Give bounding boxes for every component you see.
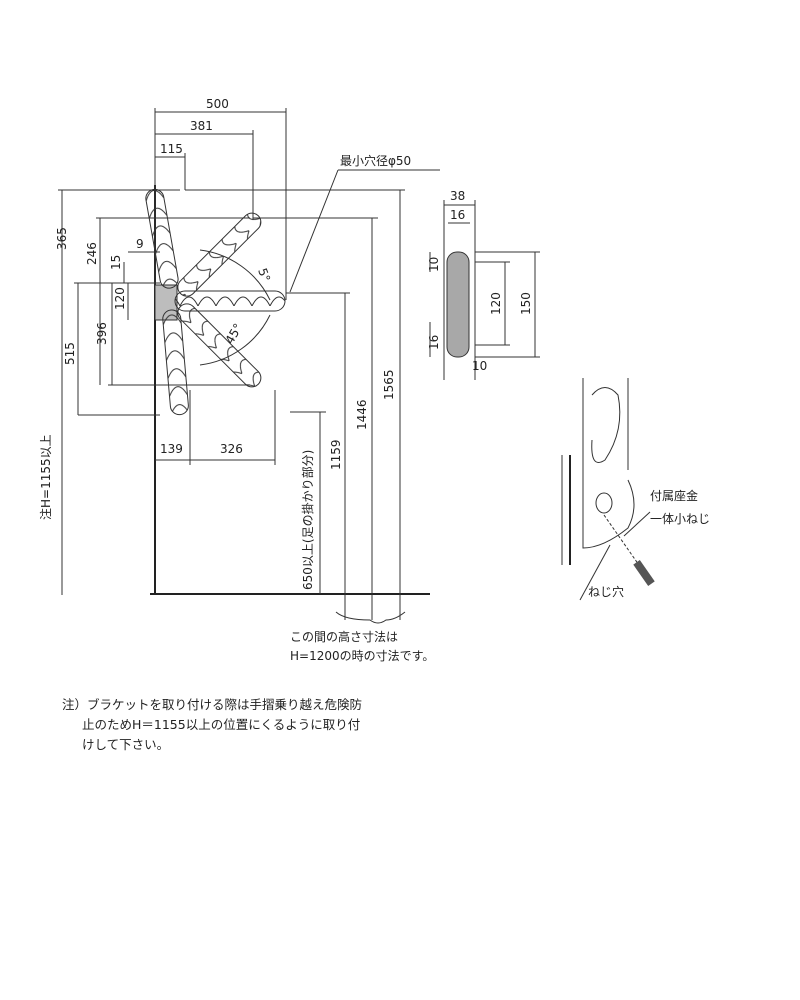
installation-note: 注）ブラケットを取り付ける際は手摺乗り越え危険防 止のためH＝1155以上の位置… <box>62 695 462 755</box>
dim-500: 500 <box>206 97 229 111</box>
side-view: 38 16 10 120 150 16 10 <box>427 189 540 380</box>
dim-15: 15 <box>109 255 123 270</box>
side-dim-10-top: 10 <box>427 257 441 272</box>
top-dimensions: 500 381 115 <box>154 97 287 300</box>
dim-365: 365 <box>55 227 69 250</box>
dim-120: 120 <box>113 287 127 310</box>
side-plate <box>446 251 470 358</box>
dim-396: 396 <box>95 322 109 345</box>
left-note: 注H=1155以上 <box>38 434 53 520</box>
span-caption-2: H=1200の時の寸法です。 <box>290 649 434 663</box>
note-line-2: 止のためH＝1155以上の位置にくるように取り付 <box>82 717 361 732</box>
angle-5: 5° <box>255 266 273 284</box>
dim-1159: 1159 <box>329 439 343 470</box>
screw-hole-circle <box>595 492 613 514</box>
dim-515: 515 <box>63 342 77 365</box>
side-dim-150: 150 <box>519 292 533 315</box>
dim-381: 381 <box>190 119 213 133</box>
bottom-dimensions: 139 326 <box>155 390 276 465</box>
detail-view <box>561 378 655 601</box>
dim-139: 139 <box>160 442 183 456</box>
left-dimensions: 365 246 515 9 15 120 396 <box>55 189 250 595</box>
screw-hole-label: ねじ穴 <box>588 584 624 599</box>
note-line-3: けして下さい。 <box>82 737 170 752</box>
span-caption-1: この間の高さ寸法は <box>290 629 398 644</box>
side-dim-16-top: 16 <box>450 208 465 222</box>
dim-326: 326 <box>220 442 243 456</box>
dim-1446: 1446 <box>355 399 369 430</box>
dim-1565: 1565 <box>382 369 396 400</box>
min-hole-label: 最小穴径φ50 <box>340 153 411 168</box>
screw-label: 一体小ねじ <box>650 512 710 526</box>
dim-9: 9 <box>136 237 144 251</box>
side-dim-10-bottom: 10 <box>472 359 487 373</box>
screw-icon <box>633 560 655 586</box>
bracket-label: 付属座金 <box>650 488 698 503</box>
dim-115: 115 <box>160 142 183 156</box>
center-vertical-label: 650以上(足の掛かり部分) <box>300 450 315 590</box>
right-dimensions: 650以上(足の掛かり部分) 1159 1446 1565 <box>185 189 406 624</box>
bracket-arms <box>145 188 286 416</box>
side-dim-16-bottom: 16 <box>427 335 441 350</box>
side-dim-120: 120 <box>489 292 503 315</box>
dim-246: 246 <box>85 242 99 265</box>
note-line-1: 注）ブラケットを取り付ける際は手摺乗り越え危険防 <box>62 697 363 712</box>
side-dim-38: 38 <box>450 189 465 203</box>
